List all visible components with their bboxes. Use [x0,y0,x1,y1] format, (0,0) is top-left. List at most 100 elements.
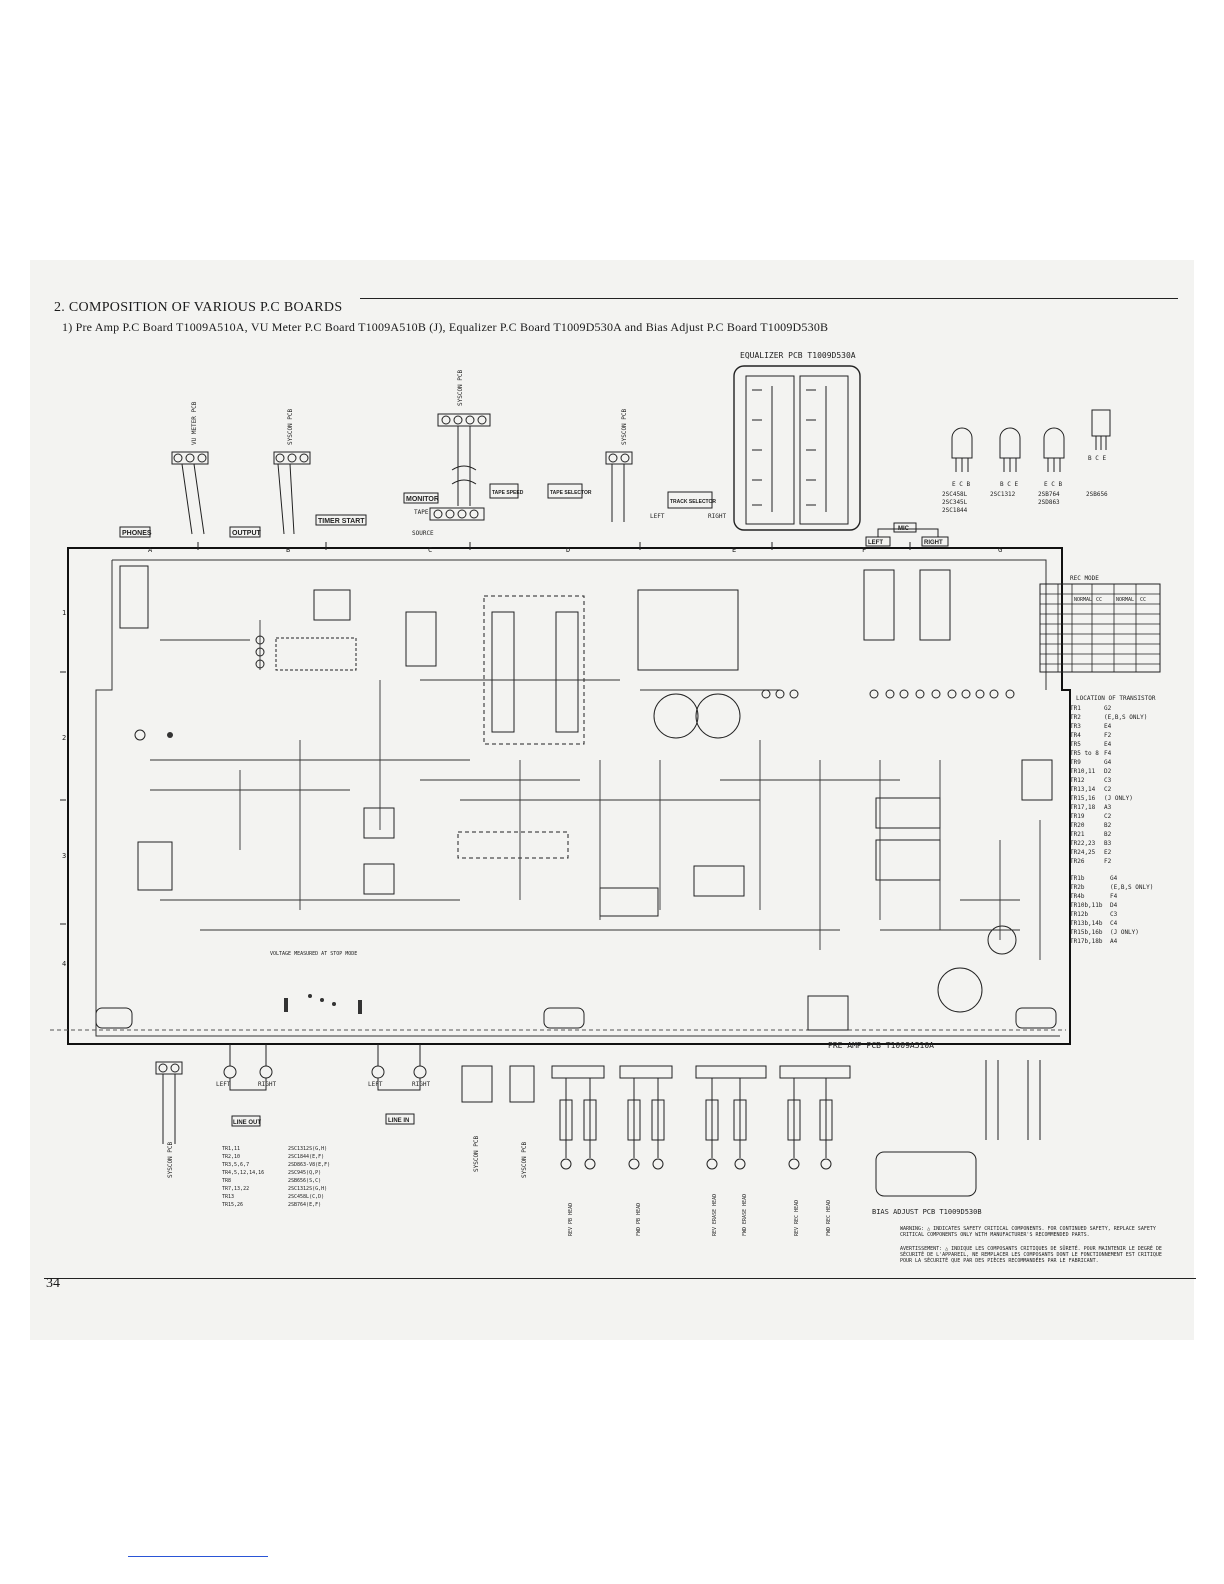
grid-col-b: B [286,546,290,554]
loc-row-11-pos: (J ONLY) [1104,795,1133,802]
rec-mode-col-normal-b: NORMAL [1116,597,1134,603]
syscon-pcb-label-6: SYSCON PCB [521,1141,528,1178]
loc-row-12-pos: A3 [1104,804,1112,811]
transistor-3-pins: E C B [1044,481,1062,488]
loc2-row-4-pos: D4 [1110,902,1118,909]
location-title: LOCATION OF TRANSISTOR [1076,695,1156,702]
loc-row-4-name: TR4 [1070,732,1081,739]
tl-6-part: 2SC1312S(G,H) [288,1186,327,1192]
loc-row-3-pos: E4 [1104,723,1112,730]
footer-link-underline[interactable] [128,1556,268,1557]
track-selector-label: TRACK SELECTOR [670,499,716,505]
rec-mode-title: REC MODE [1070,575,1099,582]
loc2-row-7-name: TR15b,16b [1070,929,1103,936]
grid-row-4: 4 [62,960,66,968]
loc-row-11-name: TR15,16 [1070,795,1096,802]
component-traces [150,620,1041,960]
syscon-pcb-label-2: SYSCON PCB [457,369,464,406]
tl-2-part: 2SC1844(E,F) [288,1154,324,1160]
tl-5-name: TR8 [222,1178,231,1184]
loc-row-5-name: TR5 [1070,741,1081,748]
loc-row-8-pos: D2 [1104,768,1112,775]
line-out-left: LEFT [216,1081,231,1088]
loc-row-12-name: TR17,18 [1070,804,1096,811]
tl-8-part: 2SB764(E,F) [288,1202,321,1208]
grid-col-g: G [998,546,1002,554]
source-label: SOURCE [412,530,434,537]
transistor-2-pins: B C E [1000,481,1018,488]
loc-row-2-pos: (E,B,S ONLY) [1104,714,1147,721]
syscon-pcb-label-1: SYSCON PCB [287,408,294,445]
transistor-1-part-b: 2SC345L [942,499,968,506]
boxed-labels: PHONES OUTPUT TIMER START MONITOR TAPE S… [119,483,949,1127]
tl-7-part: 2SC458L(C,D) [288,1194,324,1200]
bias-adjust-pcb-label: BIAS ADJUST PCB T1009D530B [872,1208,982,1216]
loc2-row-7-pos: (J ONLY) [1110,929,1139,936]
grid-col-e: E [732,546,736,554]
loc-row-9-name: TR12 [1070,777,1085,784]
transistor-4-part-a: 2SB656 [1086,491,1108,498]
top-connector-labels: VU METER PCB SYSCON PCB SYSCON PCB SYSCO… [191,369,726,537]
loc-row-13-name: TR19 [1070,813,1085,820]
loc2-row-3-name: TR4b [1070,893,1085,900]
section-subheading: 1) Pre Amp P.C Board T1009A510A, VU Mete… [62,320,829,334]
loc2-row-8-pos: A4 [1110,938,1118,945]
line-in-label: LINE IN [388,1118,409,1124]
bottom-connectors [155,1044,1041,1197]
bottom-connector-labels: SYSCON PCB SYSCON PCB SYSCON PCB LEFT RI… [167,1081,982,1236]
loc-row-10-name: TR13,14 [1070,786,1096,793]
transistor-2-part-a: 2SC1312 [990,491,1016,498]
tl-6-name: TR7,13,22 [222,1186,249,1192]
preamp-pcb-label: PRE AMP PCB T1009A510A [828,1041,934,1050]
rec-mode-col-cc-b: CC [1140,597,1146,603]
avertissement-note: AVERTISSEMENT: △ INDIQUE LES COMPOSANTS … [900,1246,1162,1264]
head-label-4: FWD ERASE HEAD [742,1194,748,1236]
bottom-rule [44,1278,1196,1279]
syscon-pcb-label-3: SYSCON PCB [621,408,628,445]
equalizer-pcb-label: EQUALIZER PCB T1009D530A [740,351,856,360]
loc-row-9-pos: C3 [1104,777,1112,784]
transistor-1-pins: E C B [952,481,970,488]
loc-row-2-name: TR2 [1070,714,1081,721]
loc-row-17-name: TR24,25 [1070,849,1096,856]
grid-col-d: D [566,546,570,554]
loc-row-17-pos: E2 [1104,849,1112,856]
loc-row-15-name: TR21 [1070,831,1085,838]
line-out-label: LINE OUT [233,1120,261,1126]
tape-selector-label: TAPE SELECTOR [550,490,592,496]
tl-4-part: 2SC945(Q,P) [288,1170,321,1176]
loc2-row-5-name: TR12b [1070,911,1088,918]
line-in-left: LEFT [368,1081,383,1088]
loc-row-16-pos: B3 [1104,840,1112,847]
rec-mode-table: REC MODE NORMAL CC NORMAL CC [1039,575,1161,673]
grid-labels: A B C D E F G 1 2 3 4 [62,546,1002,968]
loc2-row-6-pos: C4 [1110,920,1118,927]
vu-meter-pcb-label: VU METER PCB [191,401,198,445]
top-connectors [171,413,633,535]
section-heading: 2. COMPOSITION OF VARIOUS P.C BOARDS [54,300,343,315]
transistor-pinout-diagrams [951,409,1111,472]
preamp-pcb: PRE AMP PCB T1009A510A [50,547,1071,1050]
loc-row-18-name: TR26 [1070,858,1085,865]
loc-row-8-name: TR10,11 [1070,768,1096,775]
head-label-2: FWD PB HEAD [636,1203,642,1236]
grid-col-a: A [148,546,153,554]
mic-right-label: RIGHT [924,540,943,546]
rec-mode-col-cc-a: CC [1096,597,1102,603]
loc-row-14-name: TR20 [1070,822,1085,829]
syscon-pcb-label-4: SYSCON PCB [167,1141,174,1178]
grid-row-3: 3 [62,852,66,860]
transistor-3-part-b: 2SD863 [1038,499,1060,506]
loc-row-6-pos: F4 [1104,750,1112,757]
loc2-row-2-pos: (E,B,S ONLY) [1110,884,1153,891]
transistor-labels: E C B 2SC458L 2SC345L 2SC1844 B C E 2SC1… [942,455,1108,514]
grid-markers [60,542,911,925]
syscon-pcb-label-5: SYSCON PCB [473,1135,480,1172]
transistor-1-part-a: 2SC458L [942,491,968,498]
transistor-1-part-c: 2SC1844 [942,507,968,514]
track-left-label: LEFT [650,513,665,520]
head-label-1: REV PB HEAD [568,1203,574,1236]
